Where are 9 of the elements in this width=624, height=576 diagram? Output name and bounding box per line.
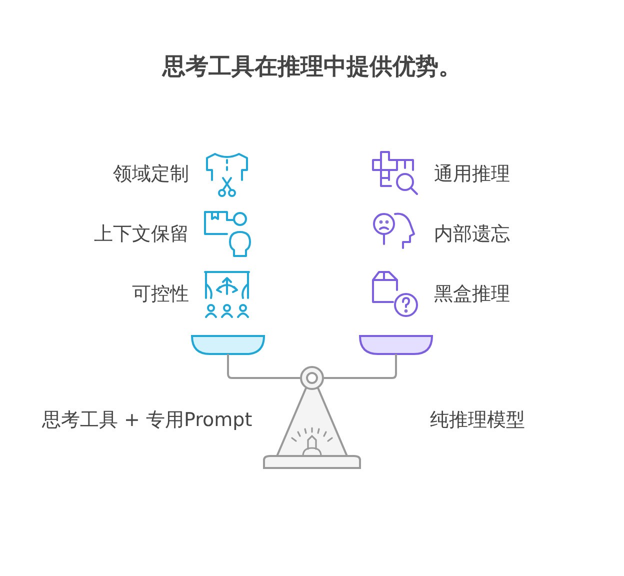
label: 可控性 [132,282,189,306]
label: 纯推理模型 [430,408,525,432]
label: 黑盒推理 [434,282,510,306]
label: 内部遗忘 [434,222,510,246]
label: 思考工具 + 专用Prompt [42,408,252,432]
label: 通用推理 [434,162,510,186]
label: 上下文保留 [94,222,189,246]
title: 思考工具在推理中提供优势。 [162,53,462,82]
label: 领域定制 [113,162,189,186]
